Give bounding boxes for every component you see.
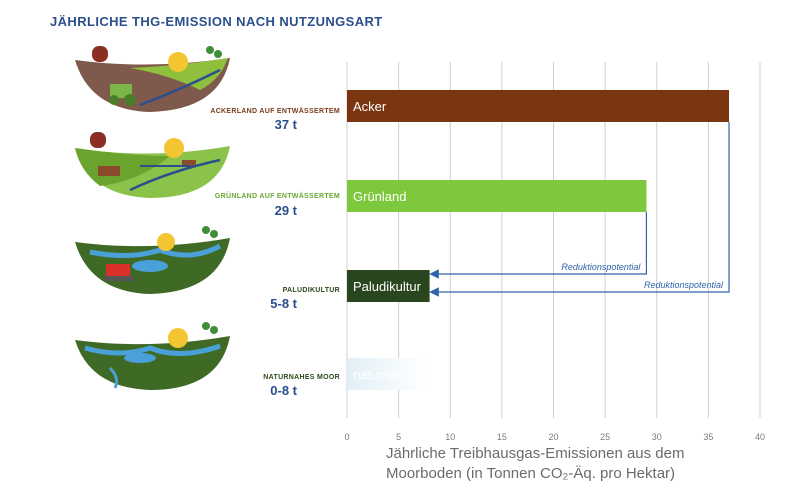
landscape-label-naturnahes-moor: NATURNAHES MOOR xyxy=(263,374,340,381)
x-tick-label: 40 xyxy=(755,432,765,442)
x-tick-label: 10 xyxy=(445,432,455,442)
paludikultur-illustration xyxy=(75,226,230,294)
naturnahes-moor-illustration xyxy=(75,322,230,390)
x-tick-label: 5 xyxy=(396,432,401,442)
bar-label: Acker xyxy=(353,99,387,114)
landscape-label-paludikultur: PALUDIKULTUR xyxy=(282,287,340,294)
landscape-value-acker: 37 t xyxy=(274,117,297,132)
bar-1 xyxy=(347,180,647,212)
ackerland-illustration xyxy=(75,46,230,112)
x-tick-label: 15 xyxy=(497,432,507,442)
x-tick-label: 0 xyxy=(344,432,349,442)
x-tick-label: 35 xyxy=(703,432,713,442)
reduction-arrow xyxy=(429,122,730,297)
x-tick-label: 25 xyxy=(600,432,610,442)
landscape-label-acker: ACKERLAND AUF ENTWÄSSERTEM xyxy=(210,108,340,115)
bar-0 xyxy=(347,90,730,122)
x-axis-label: Jährliche Treibhausgas-Emissionen aus de… xyxy=(386,444,684,484)
reduction-arrow xyxy=(429,212,648,279)
bar-2 xyxy=(347,270,430,302)
reduction-annotation: Reduktionspotential xyxy=(561,262,641,272)
bar-3 xyxy=(347,358,430,390)
x-axis-label-line2: Moorboden (in Tonnen CO₂-Äq. pro Hektar) xyxy=(386,465,676,482)
x-tick-label: 20 xyxy=(548,432,558,442)
bar-label: naturnah xyxy=(353,367,404,382)
landscape-value-gruenland: 29 t xyxy=(274,203,297,218)
landscape-value-paludikultur: 5-8 t xyxy=(270,296,297,311)
x-tick-label: 30 xyxy=(652,432,662,442)
reduction-annotation: Reduktionspotential xyxy=(644,280,724,290)
x-axis-label-line1: Jährliche Treibhausgas-Emissionen aus de… xyxy=(386,445,685,462)
gruenland-illustration xyxy=(75,132,230,198)
page-title: JÄHRLICHE THG-EMISSION NACH NUTZUNGSART xyxy=(50,14,383,29)
landscape-label-gruenland: GRÜNLAND AUF ENTWÄSSERTEM xyxy=(214,193,340,200)
bar-label: Paludikultur xyxy=(353,279,422,294)
bar-label: Grünland xyxy=(353,189,406,204)
landscape-value-naturnahes-moor: 0-8 t xyxy=(270,383,297,398)
